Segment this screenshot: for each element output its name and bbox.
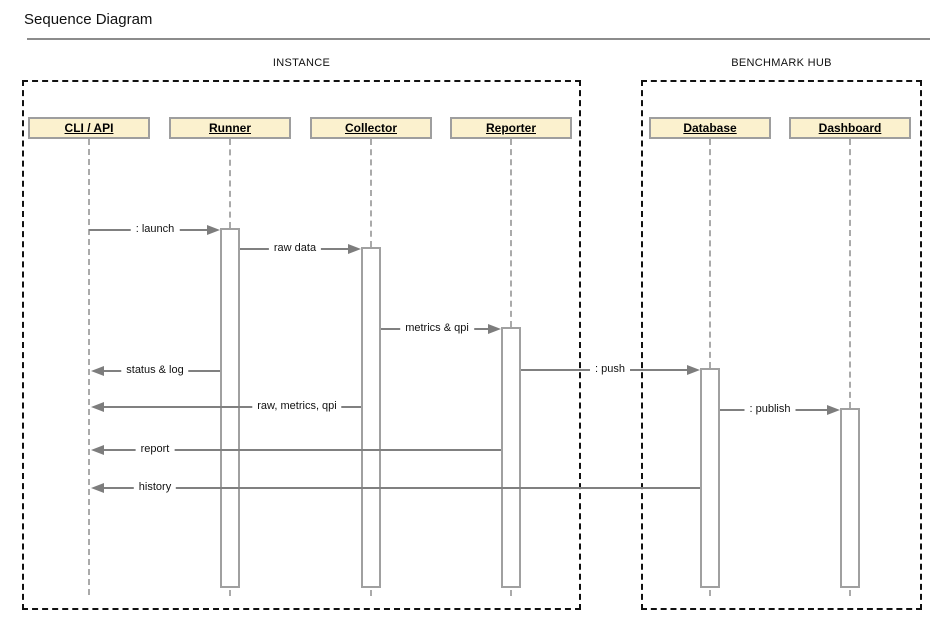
message-6-label: : publish — [744, 402, 796, 417]
participant-box-runner: Runner — [169, 117, 291, 139]
message-3-arrowhead-icon — [91, 366, 104, 376]
lifeline-stub-runner — [229, 590, 231, 596]
participant-label-cli-api: CLI / API — [64, 121, 114, 135]
message-5-line — [104, 406, 361, 408]
lifeline-dashboard — [849, 139, 851, 408]
message-8-label: history — [133, 480, 177, 495]
participant-label-dashboard: Dashboard — [818, 121, 882, 135]
message-5-label: raw, metrics, qpi — [252, 399, 342, 414]
participant-label-database: Database — [683, 121, 737, 135]
lifeline-stub-database — [709, 590, 711, 596]
message-4-label: : push — [590, 362, 630, 377]
message-4-arrowhead-icon — [687, 365, 700, 375]
participant-label-runner: Runner — [209, 121, 251, 135]
lifeline-collector — [370, 139, 372, 247]
activation-reporter — [501, 327, 521, 588]
message-5-arrowhead-icon — [91, 402, 104, 412]
message-1-arrowhead-icon — [348, 244, 361, 254]
lifeline-database — [709, 139, 711, 368]
activation-dashboard — [840, 408, 860, 588]
message-2-label: metrics & qpi — [400, 321, 474, 336]
participant-box-reporter: Reporter — [450, 117, 572, 139]
participant-box-cli-api: CLI / API — [28, 117, 150, 139]
message-2-arrowhead-icon — [488, 324, 501, 334]
activation-database — [700, 368, 720, 588]
message-3-label: status & log — [121, 363, 189, 378]
lifeline-stub-dashboard — [849, 590, 851, 596]
message-0-label: : launch — [130, 222, 180, 237]
frame-benchmark-hub-title: BENCHMARK HUB — [731, 57, 832, 69]
message-8-line — [104, 487, 700, 489]
message-1-label: raw data — [268, 241, 322, 256]
frame-instance-title: INSTANCE — [272, 57, 331, 69]
message-7-label: report — [135, 442, 175, 457]
activation-collector — [361, 247, 381, 588]
lifeline-stub-collector — [370, 590, 372, 596]
participant-box-collector: Collector — [310, 117, 432, 139]
participant-box-dashboard: Dashboard — [789, 117, 911, 139]
message-0-arrowhead-icon — [207, 225, 220, 235]
page-title: Sequence Diagram — [24, 11, 153, 28]
frame-instance — [22, 80, 581, 610]
activation-runner — [220, 228, 240, 588]
participant-box-database: Database — [649, 117, 771, 139]
message-6-arrowhead-icon — [827, 405, 840, 415]
message-7-arrowhead-icon — [91, 445, 104, 455]
title-rule — [27, 38, 930, 40]
lifeline-cli-api — [88, 139, 90, 595]
message-8-arrowhead-icon — [91, 483, 104, 493]
participant-label-collector: Collector — [344, 121, 397, 135]
lifeline-reporter — [510, 139, 512, 327]
lifeline-runner — [229, 139, 231, 228]
lifeline-stub-reporter — [510, 590, 512, 596]
frame-benchmark-hub — [641, 80, 922, 610]
message-7-line — [104, 449, 501, 451]
participant-label-reporter: Reporter — [485, 121, 536, 135]
